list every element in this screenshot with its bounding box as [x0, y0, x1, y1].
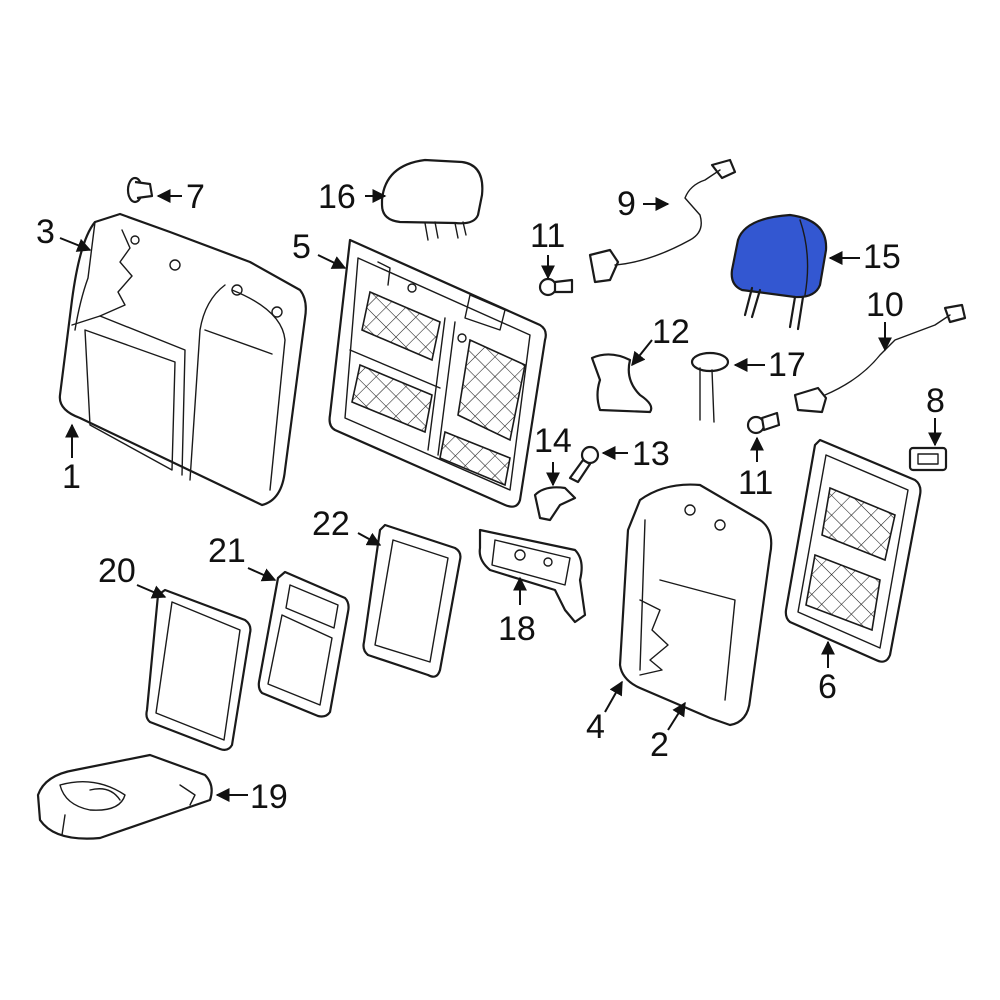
callout-labels: 7 3 1 16 5 9 11 15 10 12 17 8 11 13 14 1…	[36, 178, 945, 816]
bolt-upper[interactable]	[538, 277, 574, 297]
label-1: 1	[62, 458, 81, 496]
label-22: 22	[312, 505, 350, 543]
armrest-panel-22[interactable]	[362, 523, 462, 678]
label-13: 13	[632, 435, 670, 473]
armrest-cupholder[interactable]	[36, 753, 213, 840]
label-10: 10	[866, 286, 904, 324]
label-21: 21	[208, 532, 246, 570]
label-16: 16	[318, 178, 356, 216]
seat-back-frame-left[interactable]	[328, 238, 547, 508]
headrest-highlighted[interactable]	[730, 213, 828, 331]
latch-handle[interactable]	[908, 446, 948, 472]
label-11-upper: 11	[530, 217, 565, 255]
armrest-panel-20[interactable]	[145, 588, 252, 751]
bracket-14[interactable]	[533, 486, 577, 522]
headrest-left[interactable]	[380, 158, 484, 241]
label-19: 19	[250, 778, 288, 816]
headrest-guide[interactable]	[690, 351, 730, 423]
seat-back-cover-right[interactable]	[618, 483, 773, 727]
push-pin-clip[interactable]	[126, 176, 154, 204]
label-6: 6	[818, 668, 837, 706]
label-5: 5	[292, 228, 311, 266]
label-12: 12	[652, 313, 690, 351]
bolt-right[interactable]	[746, 411, 781, 435]
seat-back-cover-left[interactable]	[58, 212, 307, 507]
label-2: 2	[650, 726, 669, 764]
label-20: 20	[98, 552, 136, 590]
label-8: 8	[926, 382, 945, 420]
bolt-13[interactable]	[568, 445, 600, 484]
label-15: 15	[863, 238, 901, 276]
label-14: 14	[534, 422, 572, 460]
label-9: 9	[617, 185, 636, 223]
armrest-frame-21[interactable]	[257, 570, 350, 718]
hinge-bracket[interactable]	[478, 528, 587, 624]
label-18: 18	[498, 610, 536, 648]
label-11-lower: 11	[738, 464, 773, 502]
callout-arrows	[59, 189, 942, 802]
label-3: 3	[36, 213, 55, 251]
release-cable-left[interactable]	[588, 158, 737, 284]
label-4: 4	[586, 708, 605, 746]
label-17: 17	[768, 346, 806, 384]
label-7: 7	[186, 178, 205, 216]
trim-cover[interactable]	[590, 353, 653, 414]
seat-back-frame-right[interactable]	[784, 438, 922, 663]
